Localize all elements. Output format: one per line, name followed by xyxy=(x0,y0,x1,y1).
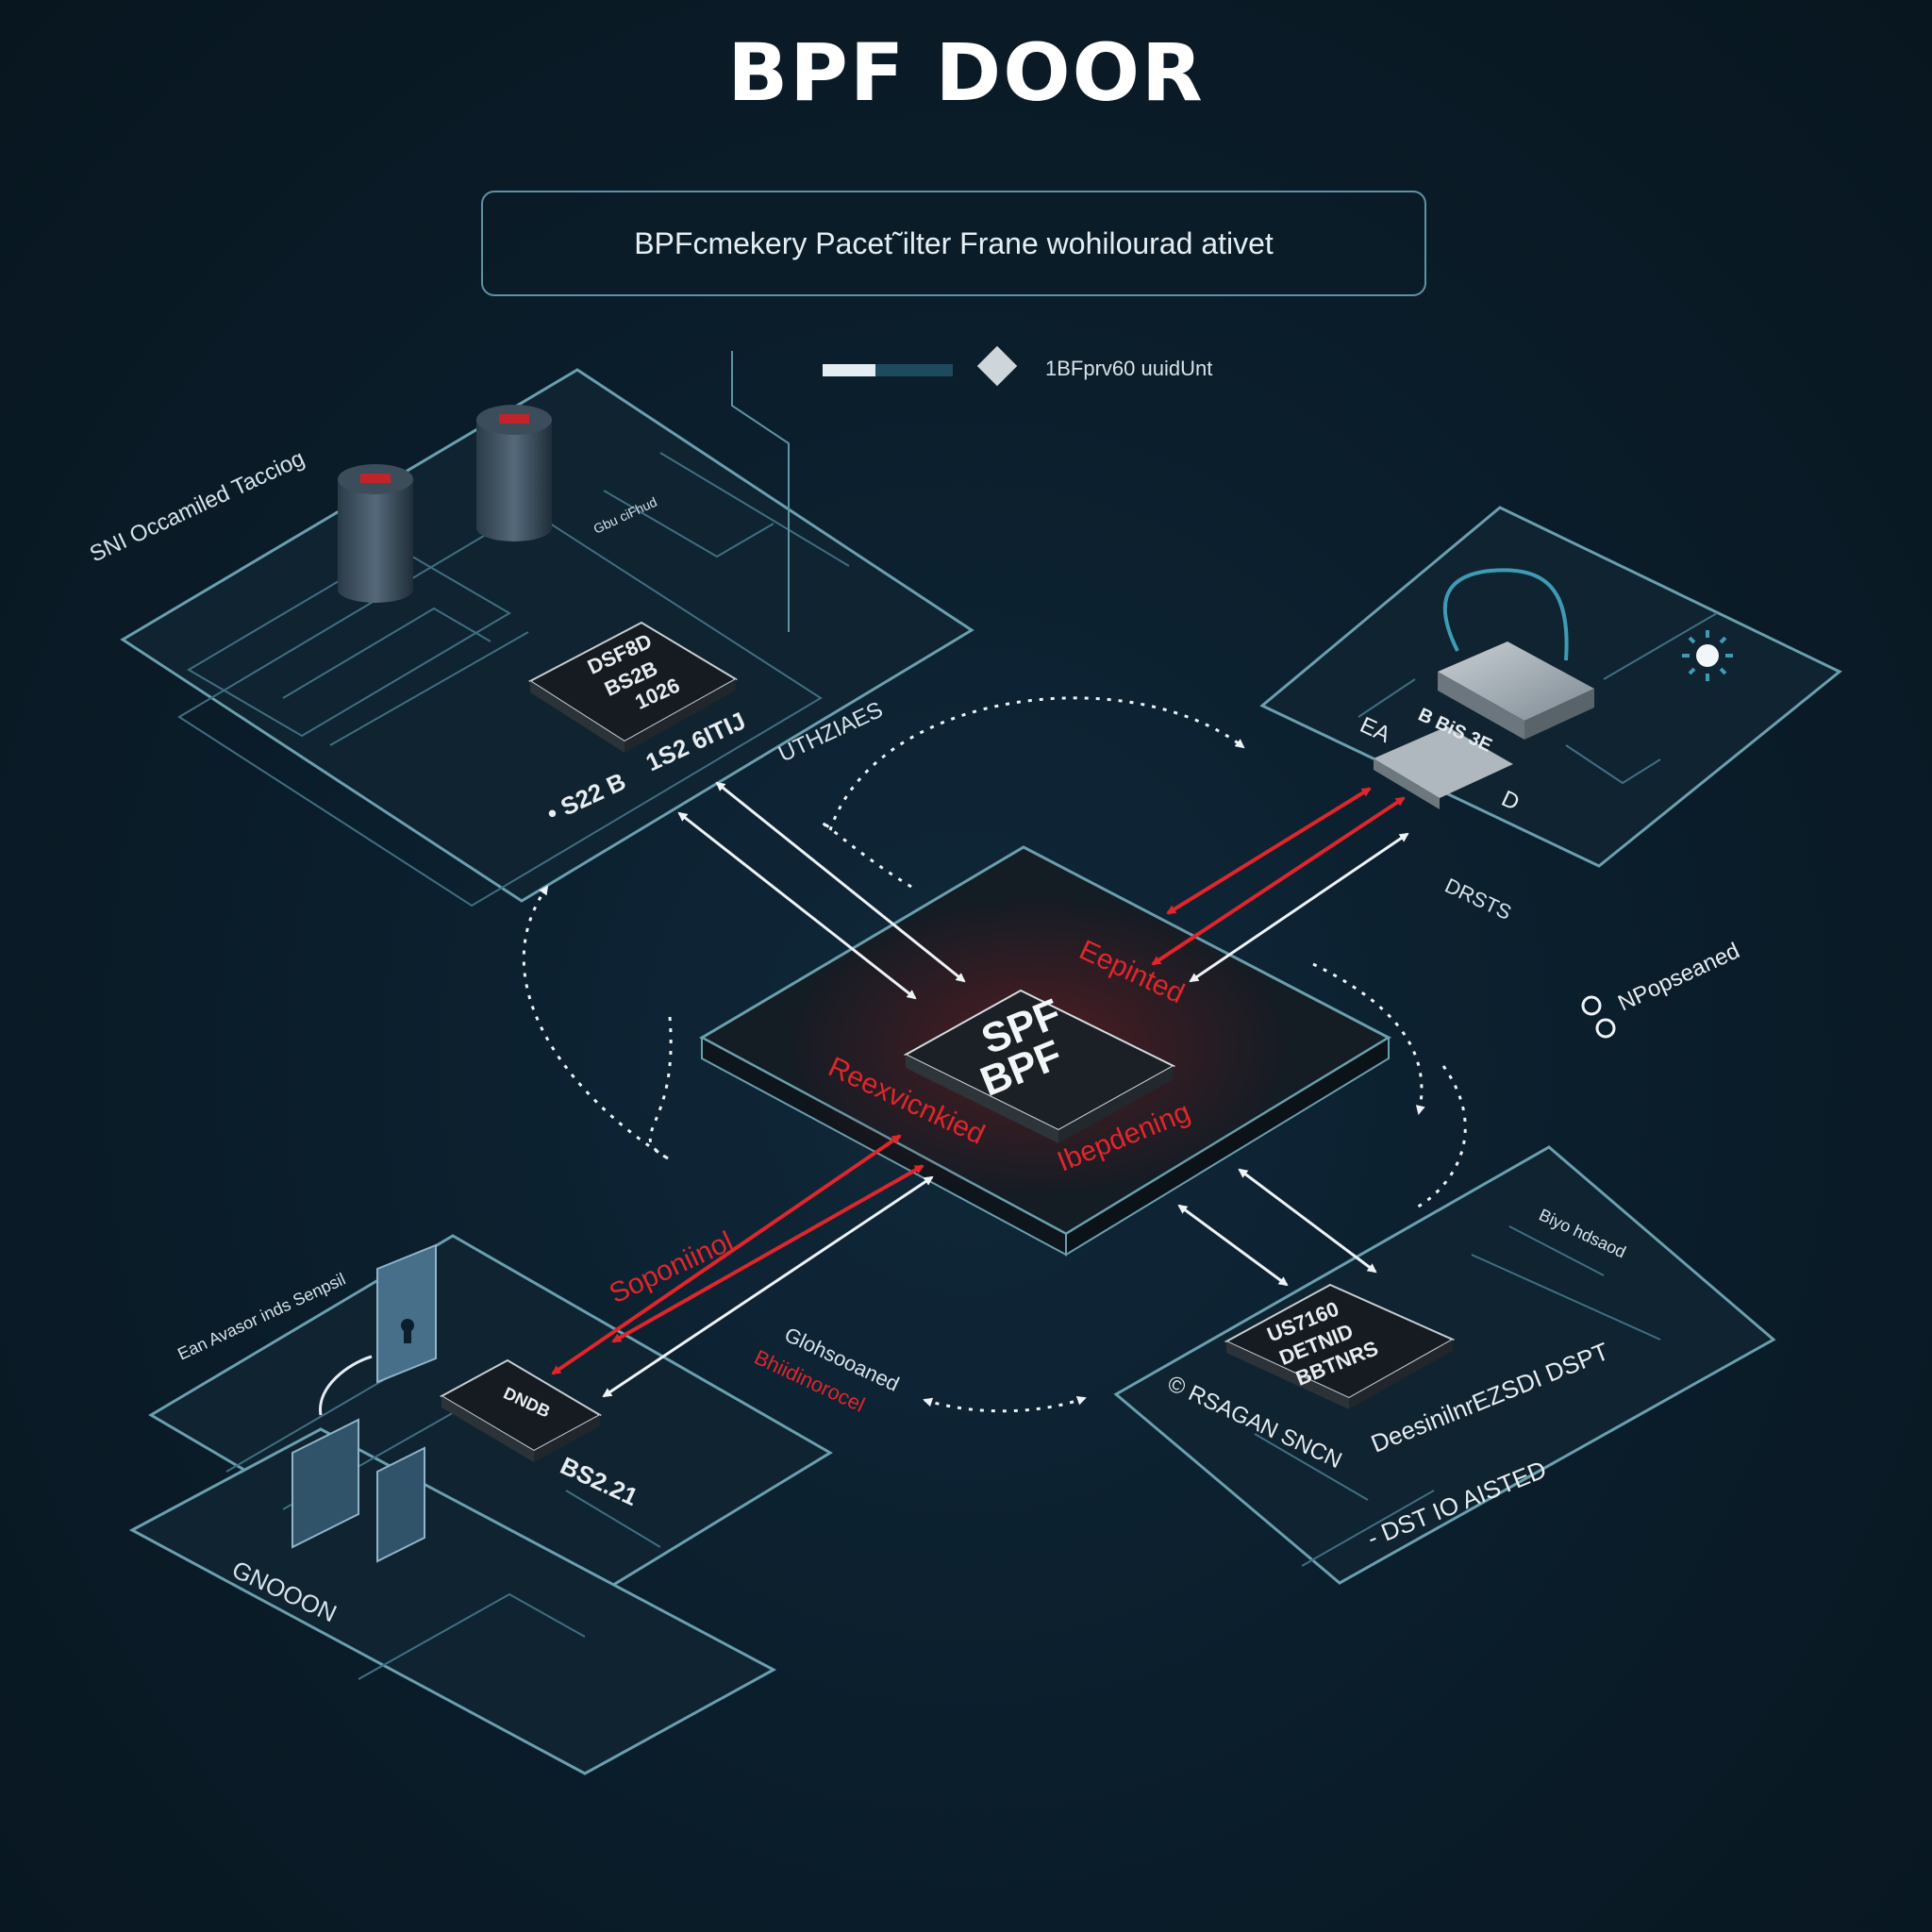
metal-block-icon xyxy=(1438,641,1594,740)
legend-bar-dark xyxy=(875,364,953,376)
bracket-icon xyxy=(291,1418,425,1563)
capacitor-icon xyxy=(476,405,552,541)
central-board: SPF BPF Eepinted Reexvicnkied Ibepdening xyxy=(698,845,1392,1257)
edge-label: Soponiinol xyxy=(605,1225,738,1309)
legend-bar xyxy=(823,364,953,376)
legend-text: 1BFprv60 uuidUnt xyxy=(1045,357,1213,380)
chip-icon xyxy=(1224,1283,1456,1409)
legend-item: NPopseaned xyxy=(1614,938,1743,1016)
legend-bar-light xyxy=(823,364,875,376)
connector-arrows xyxy=(522,696,1467,1413)
chip-icon xyxy=(439,1358,603,1462)
connector-icon xyxy=(1374,726,1513,809)
sun-icon xyxy=(1682,630,1733,681)
lock-icon xyxy=(376,1243,437,1384)
top-right-board: EA B BiS 3E D DRSTS xyxy=(1259,506,1842,924)
chip-icon xyxy=(528,621,738,753)
board-label: DRSTS xyxy=(1441,874,1515,924)
top-left-board: DSF8D BS2B 1026 SNI Occamiled Tacciog Gb… xyxy=(86,351,974,908)
banner-text: BPFcmekery Pacet˜ilter Frane wohilourad … xyxy=(634,225,1274,260)
bottom-right-board: US7160 DETNID BBTNRS Biyo hdsaod Deesini… xyxy=(1113,1145,1776,1585)
capacitor-icon xyxy=(338,464,413,603)
main-chip-icon xyxy=(903,989,1176,1143)
side-legend: NPopseaned xyxy=(1581,938,1743,1039)
page-title: BPF DOOR xyxy=(727,26,1205,119)
description-banner: BPFcmekery Pacet˜ilter Frane wohilourad … xyxy=(481,191,1426,296)
